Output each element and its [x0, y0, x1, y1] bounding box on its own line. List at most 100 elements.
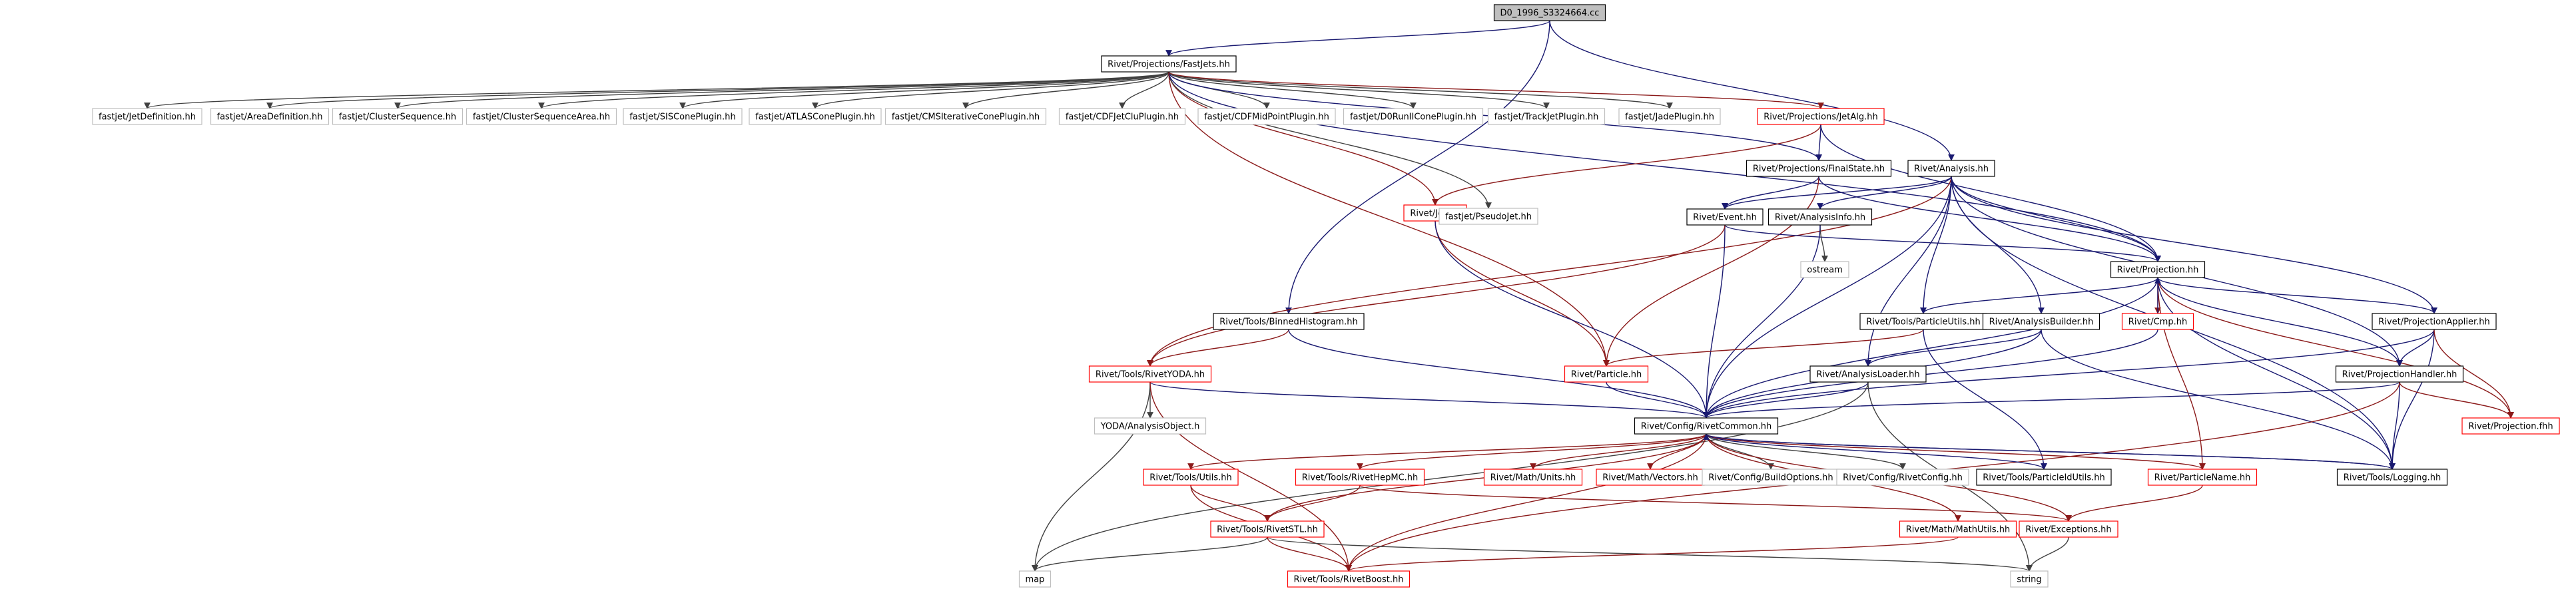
node-rivetyoda[interactable]: Rivet/Tools/RivetYODA.hh — [1088, 365, 1212, 383]
node-clusterseq: fastjet/ClusterSequence.hh — [332, 108, 464, 125]
node-ostream: ostream — [1800, 261, 1849, 278]
edge-rivetyoda-to-rivetboost — [1149, 381, 1352, 572]
node-label: fastjet/ClusterSequence.hh — [339, 112, 456, 122]
node-label: Rivet/Projection.fhh — [2468, 422, 2553, 432]
node-label: Rivet/Tools/Logging.hh — [2344, 473, 2441, 483]
node-label: Rivet/Tools/RivetHepMC.hh — [1302, 473, 1419, 483]
node-label: ostream — [1807, 266, 1843, 276]
node-label: fastjet/CMSIterativeConePlugin.hh — [892, 112, 1040, 122]
edge-exceptions-to-string — [2026, 536, 2069, 572]
node-finalstate[interactable]: Rivet/Projections/FinalState.hh — [1746, 160, 1892, 177]
node-label: Rivet/AnalysisLoader.hh — [1816, 370, 1919, 380]
node-label: Rivet/ProjectionApplier.hh — [2378, 317, 2489, 327]
edge-analysisloader-to-rivetcommon — [1703, 381, 1869, 419]
node-label: Rivet/Tools/Utils.hh — [1149, 473, 1231, 483]
node-box — [1634, 417, 1779, 435]
edge-analysisbuilder-to-analysisloader — [1865, 329, 2042, 367]
node-projapplier[interactable]: Rivet/ProjectionApplier.hh — [2372, 313, 2497, 330]
node-box — [1343, 108, 1484, 125]
edge-analysis-to-projection — [1951, 176, 2161, 262]
node-box — [92, 108, 202, 125]
node-particle[interactable]: Rivet/Particle.hh — [1564, 365, 1649, 383]
node-box — [1101, 55, 1237, 73]
node-label: Rivet/Config/RivetConfig.hh — [1843, 473, 1963, 483]
node-box — [1836, 469, 1969, 486]
node-projfhh[interactable]: Rivet/Projection.fhh — [2461, 417, 2560, 435]
node-rivetboost[interactable]: Rivet/Tools/RivetBoost.hh — [1287, 570, 1411, 588]
node-clusterseqarea: fastjet/ClusterSequenceArea.hh — [466, 108, 617, 125]
node-atlascone: fastjet/ATLASConePlugin.hh — [749, 108, 882, 125]
node-root[interactable]: D0_1996_S3324664.cc — [1493, 4, 1606, 21]
node-box — [749, 108, 882, 125]
edge-fastjets-to-atlascone — [812, 71, 1169, 109]
node-label: string — [2017, 575, 2041, 585]
node-box — [466, 108, 617, 125]
node-label: Rivet/Projections/JetAlg.hh — [1764, 112, 1878, 122]
node-box — [1483, 469, 1583, 486]
edge-jet-to-rivetcommon — [1435, 220, 1710, 419]
node-analysisbuilder[interactable]: Rivet/AnalysisBuilder.hh — [1982, 313, 2100, 330]
edge-projection-to-particleutils — [1920, 277, 2158, 314]
node-analysis[interactable]: Rivet/Analysis.hh — [1907, 160, 1995, 177]
edge-rivetstl-to-rivetboost — [1267, 536, 1352, 572]
edge-projection-to-projfhh — [2157, 277, 2514, 419]
node-trackjet: fastjet/TrackJetPlugin.hh — [1487, 108, 1606, 125]
node-vectors[interactable]: Rivet/Math/Vectors.hh — [1596, 469, 1705, 486]
edge-projhandler-to-projfhh — [2399, 381, 2514, 419]
node-buildoptions: Rivet/Config/BuildOptions.hh — [1702, 469, 1840, 486]
node-analysisinfo[interactable]: Rivet/AnalysisInfo.hh — [1768, 208, 1873, 226]
node-event[interactable]: Rivet/Event.hh — [1686, 208, 1764, 226]
edge-fastjets-to-jetalg — [1168, 71, 1824, 109]
edge-projapplier-to-logging — [2389, 329, 2435, 470]
node-exceptions[interactable]: Rivet/Exceptions.hh — [2019, 520, 2118, 538]
node-box — [1088, 365, 1212, 383]
node-rivetstl[interactable]: Rivet/Tools/RivetSTL.hh — [1210, 520, 1325, 538]
node-utils[interactable]: Rivet/Tools/Utils.hh — [1143, 469, 1239, 486]
node-projection[interactable]: Rivet/Projection.hh — [2110, 261, 2206, 278]
node-box — [623, 108, 743, 125]
node-jade: fastjet/JadePlugin.hh — [1618, 108, 1721, 125]
edge-rivetcommon-to-utils — [1187, 433, 1707, 470]
edge-finalstate-to-event — [1722, 176, 1819, 210]
edge-projection-to-logging — [2157, 277, 2396, 470]
node-particleutils[interactable]: Rivet/Tools/ParticleUtils.hh — [1859, 313, 1987, 330]
node-particleidutils[interactable]: Rivet/Tools/ParticleIdUtils.hh — [1976, 469, 2112, 486]
edge-rivetcommon-to-particleidutils — [1706, 433, 2047, 470]
node-box — [2019, 520, 2118, 538]
node-rivethepmc[interactable]: Rivet/Tools/RivetHepMC.hh — [1295, 469, 1425, 486]
node-box — [1197, 108, 1336, 125]
node-particlename[interactable]: Rivet/ParticleName.hh — [2147, 469, 2258, 486]
node-box — [2335, 365, 2464, 383]
edge-binnedhist-to-rivetyoda — [1147, 329, 1289, 367]
node-box — [1746, 160, 1892, 177]
node-binnedhist[interactable]: Rivet/Tools/BinnedHistogram.hh — [1213, 313, 1365, 330]
node-box — [1018, 570, 1052, 588]
edge-rivetstl-to-map — [1032, 536, 1268, 572]
node-label: fastjet/CDFJetCluPlugin.hh — [1066, 112, 1179, 122]
edge-event-to-projection — [1724, 224, 2161, 262]
node-jetalg[interactable]: Rivet/Projections/JetAlg.hh — [1757, 108, 1885, 125]
node-label: D0_1996_S3324664.cc — [1500, 9, 1600, 19]
edge-particleutils-to-particleidutils — [1923, 329, 2047, 470]
edge-analysisbuilder-to-logging — [2041, 329, 2396, 470]
node-mathutils[interactable]: Rivet/Math/MathUtils.hh — [1899, 520, 2017, 538]
node-fastjets[interactable]: Rivet/Projections/FastJets.hh — [1101, 55, 1237, 73]
node-label: Rivet/Config/BuildOptions.hh — [1708, 473, 1833, 483]
node-box — [2121, 313, 2194, 330]
node-label: Rivet/Tools/RivetSTL.hh — [1217, 525, 1318, 535]
node-box — [1487, 108, 1606, 125]
node-label: fastjet/ClusterSequenceArea.hh — [473, 112, 610, 122]
node-label: Rivet/AnalysisBuilder.hh — [1989, 317, 2094, 327]
node-cmp[interactable]: Rivet/Cmp.hh — [2121, 313, 2194, 330]
edge-root-to-binnedhist — [1285, 20, 1550, 314]
node-analysisloader[interactable]: Rivet/AnalysisLoader.hh — [1809, 365, 1927, 383]
edge-rivethepmc-to-exceptions — [1359, 485, 2072, 522]
node-rivetcommon[interactable]: Rivet/Config/RivetCommon.hh — [1634, 417, 1779, 435]
node-projhandler[interactable]: Rivet/ProjectionHandler.hh — [2335, 365, 2464, 383]
node-units[interactable]: Rivet/Math/Units.hh — [1483, 469, 1583, 486]
node-logging[interactable]: Rivet/Tools/Logging.hh — [2336, 469, 2448, 486]
node-label: fastjet/AreaDefinition.hh — [217, 112, 323, 122]
node-label: fastjet/SISConePlugin.hh — [629, 112, 736, 122]
node-box — [2110, 261, 2206, 278]
